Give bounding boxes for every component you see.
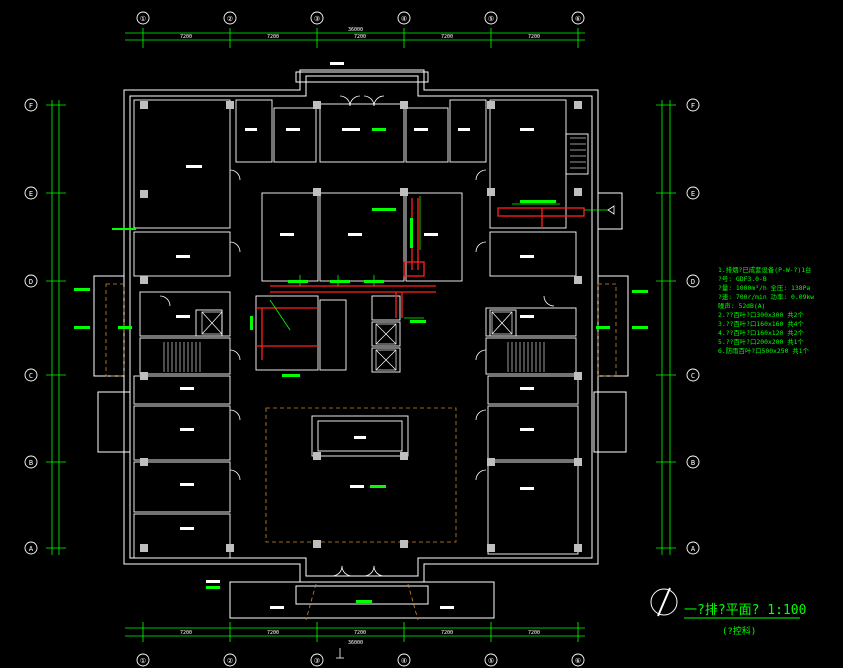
grid-row-e-left: E (29, 190, 33, 198)
room-tags (176, 62, 534, 609)
grid-col-1-bot: ① (140, 657, 146, 665)
grid-col-5-top: ⑤ (488, 15, 494, 23)
note-line-1: 1.排烟?已成套设备(P-W-?)1台 (718, 265, 811, 274)
grid-col-1-top: ① (140, 15, 146, 23)
grid-col-2-bot: ② (227, 657, 233, 665)
dimension-texts: 7200 7200 7200 7200 7200 36000 7200 7200… (180, 27, 540, 646)
dim-text-bot-1: 7200 (180, 630, 192, 636)
dim-text-top-total: 36000 (348, 27, 363, 33)
drawing-title: 一?排?平面? 1:100 (684, 603, 806, 618)
grid-row-d-right: D (691, 278, 695, 286)
note-line-4: ?速: 700r/min 功率: 0.09kw (718, 292, 814, 301)
level-marks (74, 128, 648, 603)
grid-row-c-right: C (691, 372, 695, 380)
drawing-subtitle: (?控科) (722, 625, 756, 637)
grid-col-6-top: ⑥ (575, 15, 581, 23)
grid-row-c-left: C (29, 372, 33, 380)
grid-col-5-bot: ⑤ (488, 657, 494, 665)
north-arrow-icon (650, 588, 678, 616)
grid-row-a-right: A (691, 545, 696, 553)
rooms (133, 99, 589, 559)
dim-text-bot-3: 7200 (354, 630, 366, 636)
dim-text-bot-total: 36000 (348, 640, 363, 646)
grid-col-4-bot: ④ (401, 657, 407, 665)
note-line-10: 6.防雨百叶?口500x250 共1个 (718, 346, 810, 355)
grid-row-a-left: A (29, 545, 34, 553)
grid-bubbles (24, 11, 700, 667)
title-block: 一?排?平面? 1:100 (?控科) (650, 587, 806, 637)
misc-symbols (336, 205, 615, 659)
grid-col-3-bot: ③ (314, 657, 320, 665)
dim-text-bot-2: 7200 (267, 630, 279, 636)
note-line-2: ?号: GDF3.0-B (718, 275, 767, 283)
note-line-8: 4.??百叶?口160x120 共2个 (718, 328, 804, 337)
grid-col-4-top: ④ (401, 15, 407, 23)
columns (140, 101, 582, 552)
dim-text-top-4: 7200 (441, 34, 453, 40)
note-line-7: 3.??百叶?口160x160 共4个 (718, 319, 804, 328)
doors (159, 95, 555, 577)
stairs (163, 137, 586, 372)
dimension-lines (51, 32, 671, 637)
north-arrow-needle (657, 587, 671, 617)
dim-text-top-3: 7200 (354, 34, 366, 40)
dashed-outlines (105, 283, 617, 621)
dim-text-top-2: 7200 (267, 34, 279, 40)
note-line-3: ?量: 1000m³/h 全压: 138Pa (718, 283, 810, 292)
duct-leaders (269, 196, 608, 331)
exterior-walls (93, 69, 629, 619)
grid-row-d-left: D (29, 278, 33, 286)
grid-col-6-bot: ⑥ (575, 657, 581, 665)
ductwork (256, 198, 585, 360)
note-line-6: 2.??百叶?口300x300 共2个 (718, 310, 804, 319)
notes-block: 1.排烟?已成套设备(P-W-?)1台 ?号: GDF3.0-B ?量: 100… (718, 265, 814, 355)
elevators (201, 311, 513, 371)
dimension-ticks (46, 28, 676, 642)
dim-text-bot-4: 7200 (441, 630, 453, 636)
grid-row-f-right: F (691, 102, 695, 110)
note-line-9: 5.??百叶?口200x200 共1个 (718, 337, 804, 346)
grid-col-3-top: ③ (314, 15, 320, 23)
note-line-5: 噪声: 52dB(A) (718, 301, 765, 310)
dim-text-top-1: 7200 (180, 34, 192, 40)
grid-row-b-right: B (691, 459, 695, 467)
grid-row-b-left: B (29, 459, 33, 467)
duct-tags (250, 200, 556, 377)
dim-text-bot-5: 7200 (528, 630, 540, 636)
grid-row-e-right: E (691, 190, 695, 198)
grid-row-f-left: F (29, 102, 33, 110)
dim-text-top-5: 7200 (528, 34, 540, 40)
grid-labels: ① ② ③ ④ ⑤ ⑥ ① ② ③ ④ ⑤ ⑥ F E D C B A F E … (29, 15, 696, 665)
grid-col-2-top: ② (227, 15, 233, 23)
